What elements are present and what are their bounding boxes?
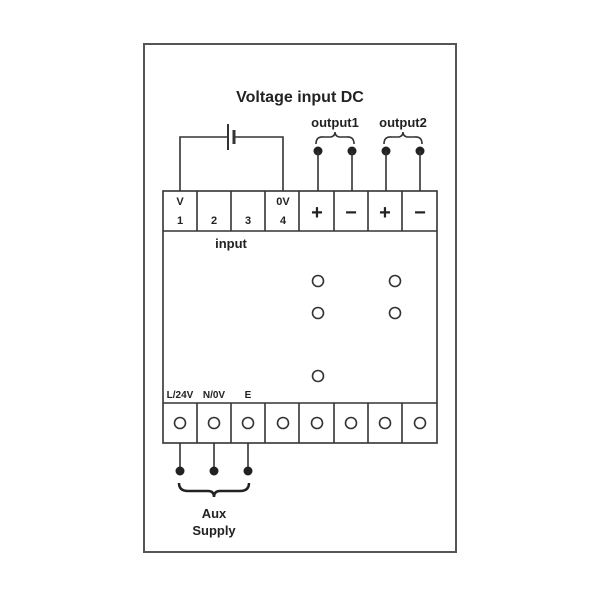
indicator-leds <box>311 274 402 383</box>
output2-plus: + <box>379 202 391 224</box>
label-l24v: L/24V <box>167 390 194 401</box>
terminal-1-top: V <box>176 196 184 208</box>
label-e: E <box>245 390 252 401</box>
supply-label: Supply <box>192 523 236 538</box>
terminal-3-number: 3 <box>245 215 251 227</box>
terminal-4-top: 0V <box>276 196 290 208</box>
input-label: input <box>215 236 247 251</box>
bottom-labels: L/24V N/0V E <box>167 390 252 401</box>
terminal-dividers <box>196 191 403 443</box>
outer-frame <box>143 43 457 553</box>
aux-supply-wiring: Aux Supply <box>175 443 253 538</box>
output2-label: output2 <box>379 115 427 130</box>
terminal-2-number: 2 <box>211 215 217 227</box>
brace-icon <box>383 131 423 145</box>
diagram-title: Voltage input DC <box>236 89 364 106</box>
top-terminals: V 1 2 3 0V 4 + − + − <box>176 196 426 227</box>
terminal-4-number: 4 <box>280 215 287 227</box>
output1-plus: + <box>311 202 323 224</box>
outputs: output1 output2 <box>311 115 427 191</box>
module-body <box>162 190 438 444</box>
aux-label: Aux <box>202 506 227 521</box>
brace-icon <box>177 482 251 498</box>
brace-icon <box>315 131 355 145</box>
output1-minus: − <box>345 202 357 224</box>
output1-label: output1 <box>311 115 359 130</box>
battery-circuit <box>179 124 284 191</box>
terminal-1-number: 1 <box>177 215 183 227</box>
bottom-terminal-screws <box>173 416 427 430</box>
label-n0v: N/0V <box>203 390 226 401</box>
output2-minus: − <box>414 202 426 224</box>
